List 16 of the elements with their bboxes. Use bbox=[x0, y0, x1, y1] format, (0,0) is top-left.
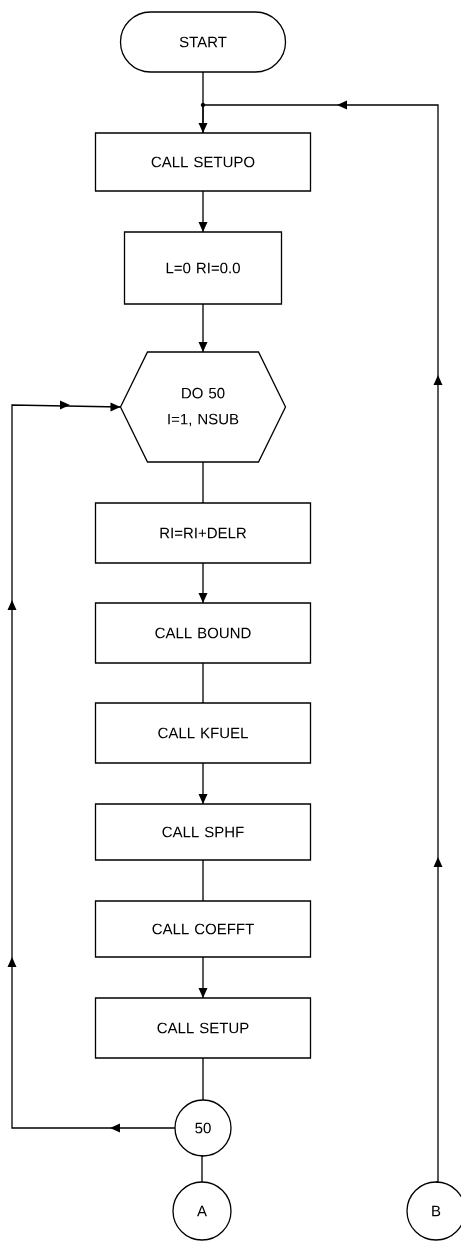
arrow bbox=[198, 956, 208, 999]
arrow bbox=[198, 762, 208, 805]
loop-hexagon: DO 50 I=1, NSUB bbox=[119, 351, 287, 463]
arrow bbox=[198, 303, 208, 353]
process-box: RI=RI+DELR bbox=[94, 502, 312, 564]
arrow bbox=[198, 562, 208, 604]
process-box: CALL KFUEL bbox=[94, 702, 312, 764]
process-box: CALL SPHF bbox=[94, 803, 312, 861]
arrow bbox=[198, 100, 443, 1183]
process-box: CALL COEFFT bbox=[94, 900, 312, 958]
process-box: CALL SETUP bbox=[94, 997, 312, 1059]
process-box: L=0 RI=0.0 bbox=[123, 231, 283, 305]
process-box: CALL BOUND bbox=[94, 602, 312, 664]
arrow bbox=[198, 190, 208, 233]
arrow bbox=[7, 400, 176, 1133]
process-box: CALL SETUPO bbox=[94, 132, 312, 192]
